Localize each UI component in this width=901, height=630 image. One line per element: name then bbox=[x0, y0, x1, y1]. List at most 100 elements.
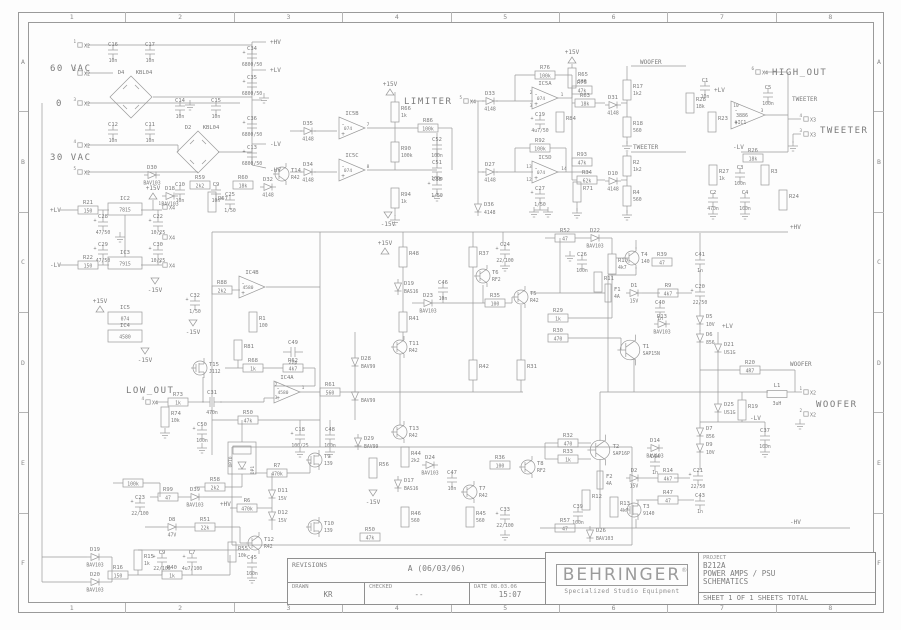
svg-text:+15V: +15V bbox=[383, 81, 398, 88]
drawn-cell: DRAWN KR bbox=[288, 583, 365, 604]
svg-text:R44: R44 bbox=[411, 451, 422, 457]
svg-text:+: + bbox=[341, 173, 345, 180]
svg-text:100k: 100k bbox=[127, 482, 139, 488]
svg-text:+15V: +15V bbox=[565, 49, 580, 56]
svg-text:+LV: +LV bbox=[270, 67, 281, 74]
svg-text:C45: C45 bbox=[247, 555, 257, 561]
svg-text:1k: 1k bbox=[555, 317, 561, 323]
svg-text:856: 856 bbox=[706, 434, 715, 440]
svg-text:2k2: 2k2 bbox=[411, 458, 420, 464]
svg-text:1k: 1k bbox=[401, 113, 407, 119]
svg-text:D26: D26 bbox=[596, 528, 606, 534]
svg-text:1/50: 1/50 bbox=[189, 309, 201, 315]
svg-text:139: 139 bbox=[324, 528, 333, 534]
svg-text:R9: R9 bbox=[665, 283, 672, 289]
svg-text:R17: R17 bbox=[633, 84, 643, 90]
svg-text:C22: C22 bbox=[153, 214, 163, 220]
registered-mark: ® bbox=[681, 567, 690, 574]
zone-label: 1 bbox=[18, 603, 127, 613]
svg-text:+: + bbox=[427, 181, 430, 187]
svg-text:R3: R3 bbox=[771, 169, 778, 175]
svg-text:-15V: -15V bbox=[138, 357, 153, 364]
svg-text:7815: 7815 bbox=[119, 208, 131, 214]
svg-text:IC5: IC5 bbox=[120, 305, 130, 311]
svg-text:LOW_OUT: LOW_OUT bbox=[126, 386, 174, 396]
svg-text:R46: R46 bbox=[411, 511, 421, 517]
svg-text:C3: C3 bbox=[737, 165, 744, 171]
svg-text:10n: 10n bbox=[146, 138, 155, 144]
svg-text:C41: C41 bbox=[695, 252, 705, 258]
svg-text:X3: X3 bbox=[810, 133, 816, 139]
svg-text:D4: D4 bbox=[118, 70, 125, 76]
sheet-info: SHEET 1 OF 1 SHEETS TOTAL bbox=[699, 592, 875, 604]
svg-text:074: 074 bbox=[537, 170, 545, 176]
svg-text:1: 1 bbox=[302, 385, 305, 391]
revisions-detail-row: DRAWN KR CHECKED -- DATE 08.03.06 15:07 bbox=[288, 583, 546, 604]
svg-text:2: 2 bbox=[799, 408, 802, 413]
svg-text:C23: C23 bbox=[135, 495, 145, 501]
svg-text:+HV: +HV bbox=[790, 224, 801, 231]
svg-text:T14: T14 bbox=[291, 168, 302, 174]
svg-text:R42: R42 bbox=[409, 348, 418, 354]
svg-text:+HV: +HV bbox=[270, 39, 281, 46]
svg-text:X4: X4 bbox=[169, 236, 175, 242]
svg-text:IC5A: IC5A bbox=[538, 81, 552, 87]
svg-text:R68: R68 bbox=[248, 358, 258, 364]
svg-text:4148: 4148 bbox=[484, 178, 496, 184]
svg-text:2k2: 2k2 bbox=[211, 486, 220, 492]
svg-text:R47: R47 bbox=[663, 490, 673, 496]
date-label: DATE 08.03.06 bbox=[474, 584, 518, 591]
svg-text:C13: C13 bbox=[247, 145, 257, 151]
svg-text:T10: T10 bbox=[324, 521, 334, 527]
zone-label: E bbox=[18, 413, 28, 514]
zone-label: B bbox=[18, 112, 28, 213]
svg-text:10n: 10n bbox=[448, 486, 457, 492]
svg-text:140: 140 bbox=[641, 259, 650, 265]
svg-text:074: 074 bbox=[537, 96, 545, 102]
svg-text:10V: 10V bbox=[706, 450, 715, 456]
svg-text:R73: R73 bbox=[173, 392, 183, 398]
svg-text:IC1: IC1 bbox=[738, 120, 747, 126]
revisions-label: REVISIONS bbox=[292, 561, 328, 569]
svg-text:7: 7 bbox=[367, 122, 370, 128]
svg-text:+: + bbox=[130, 499, 133, 505]
svg-text:C51: C51 bbox=[432, 160, 442, 166]
svg-text:10n: 10n bbox=[212, 114, 221, 120]
svg-text:4u7/100: 4u7/100 bbox=[182, 566, 202, 572]
svg-text:R37: R37 bbox=[479, 251, 489, 257]
svg-text:C10: C10 bbox=[175, 182, 185, 188]
svg-text:R1: R1 bbox=[259, 316, 266, 322]
svg-text:C33: C33 bbox=[500, 507, 510, 513]
zone-ruler-top: 1 2 3 4 5 6 7 8 bbox=[18, 12, 884, 22]
svg-text:BAV103: BAV103 bbox=[143, 181, 160, 187]
svg-text:D5: D5 bbox=[706, 314, 713, 320]
svg-text:18k: 18k bbox=[749, 157, 758, 163]
svg-text:+: + bbox=[290, 431, 293, 437]
svg-text:+: + bbox=[495, 511, 498, 517]
svg-text:470k: 470k bbox=[271, 472, 283, 478]
svg-text:3: 3 bbox=[530, 103, 533, 109]
svg-text:R15: R15 bbox=[144, 554, 154, 560]
svg-text:R42: R42 bbox=[530, 298, 539, 304]
tagline: Specialized Studio Equipment bbox=[564, 588, 680, 595]
svg-text:R90: R90 bbox=[401, 146, 411, 152]
svg-text:2: 2 bbox=[275, 382, 278, 388]
svg-text:R58: R58 bbox=[210, 477, 220, 483]
svg-text:470n: 470n bbox=[206, 410, 218, 416]
svg-text:22p: 22p bbox=[289, 360, 298, 366]
svg-text:R2: R2 bbox=[633, 160, 640, 166]
svg-text:IC2: IC2 bbox=[120, 196, 130, 202]
svg-text:D8: D8 bbox=[169, 517, 176, 523]
project-label: PROJECT bbox=[703, 555, 727, 561]
svg-text:100n: 100n bbox=[431, 176, 443, 182]
svg-text:+: + bbox=[185, 297, 188, 303]
svg-text:R29: R29 bbox=[553, 308, 563, 314]
project-info: PROJECT B212A POWER AMPS / PSU SCHEMATIC… bbox=[699, 553, 875, 592]
sheet-border-inner bbox=[28, 22, 874, 603]
svg-text:R33: R33 bbox=[563, 449, 573, 455]
svg-text:4k7: 4k7 bbox=[664, 292, 673, 298]
zone-label: A bbox=[874, 12, 884, 113]
svg-text:47: 47 bbox=[562, 237, 568, 243]
svg-text:+: + bbox=[148, 246, 151, 252]
